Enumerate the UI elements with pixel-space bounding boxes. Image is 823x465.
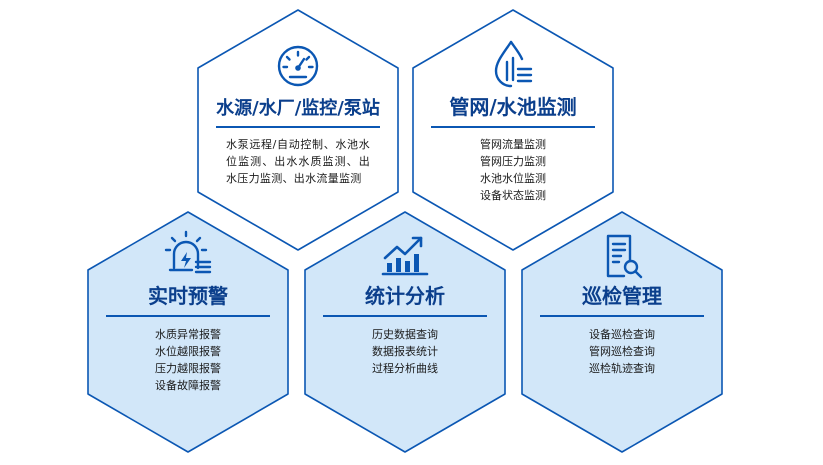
node-desc-line: 管网压力监测 — [480, 155, 546, 168]
hex-shape — [87, 211, 289, 453]
hex-pipe-network: 管网/水池监测 管网流量监测 管网压力监测 水池水位监测 设备状态监测 — [412, 9, 614, 251]
node-desc-line: 设备故障报警 — [155, 379, 221, 392]
title-divider — [323, 315, 487, 317]
bar-chart-icon — [377, 230, 433, 282]
title-divider — [431, 126, 595, 128]
node-desc-line: 水池水位监测 — [480, 172, 546, 185]
hex-statistics: 统计分析 历史数据查询 数据报表统计 过程分析曲线 — [304, 211, 506, 453]
hex-shape — [304, 211, 506, 453]
hex-shape — [521, 211, 723, 453]
hex-realtime-alarm: 实时预警 水质异常报警 水位越限报警 压力越限报警 设备故障报警 — [87, 211, 289, 453]
node-desc-line: 水质异常报警 — [155, 328, 221, 341]
node-desc: 水泵远程/自动控制、水池水位监测、出水水质监测、出水压力监测、出水流量监测 — [226, 138, 370, 185]
node-title: 统计分析 — [365, 284, 445, 308]
title-divider — [540, 315, 704, 317]
node-desc-line: 设备状态监测 — [480, 189, 546, 202]
node-desc-line: 水位越限报警 — [155, 345, 221, 358]
node-desc-line: 设备巡检查询 — [589, 328, 655, 341]
hex-shape — [412, 9, 614, 251]
title-divider — [106, 315, 270, 317]
title-divider — [216, 126, 380, 128]
hex-water-source: 水源/水厂/监控/泵站 水泵远程/自动控制、水池水位监测、出水水质监测、出水压力… — [197, 9, 399, 251]
node-desc-line: 过程分析曲线 — [372, 362, 438, 375]
hex-inspection: 巡检管理 设备巡检查询 管网巡检查询 巡检轨迹查询 — [521, 211, 723, 453]
node-desc-line: 压力越限报警 — [155, 362, 221, 375]
node-title: 管网/水池监测 — [449, 95, 577, 119]
inspection-doc-icon — [594, 230, 650, 282]
node-desc-line: 管网流量监测 — [480, 138, 546, 151]
gauge-icon — [270, 40, 326, 92]
hex-shape — [197, 9, 399, 251]
water-drop-icon — [485, 38, 541, 90]
node-desc-line: 历史数据查询 — [372, 328, 438, 341]
node-desc-line: 巡检轨迹查询 — [589, 362, 655, 375]
node-title: 实时预警 — [148, 284, 228, 308]
node-desc-line: 数据报表统计 — [372, 345, 438, 358]
node-title: 水源/水厂/监控/泵站 — [216, 98, 380, 119]
node-title: 巡检管理 — [582, 284, 662, 308]
alarm-light-icon — [160, 230, 216, 282]
node-desc-line: 管网巡检查询 — [589, 345, 655, 358]
